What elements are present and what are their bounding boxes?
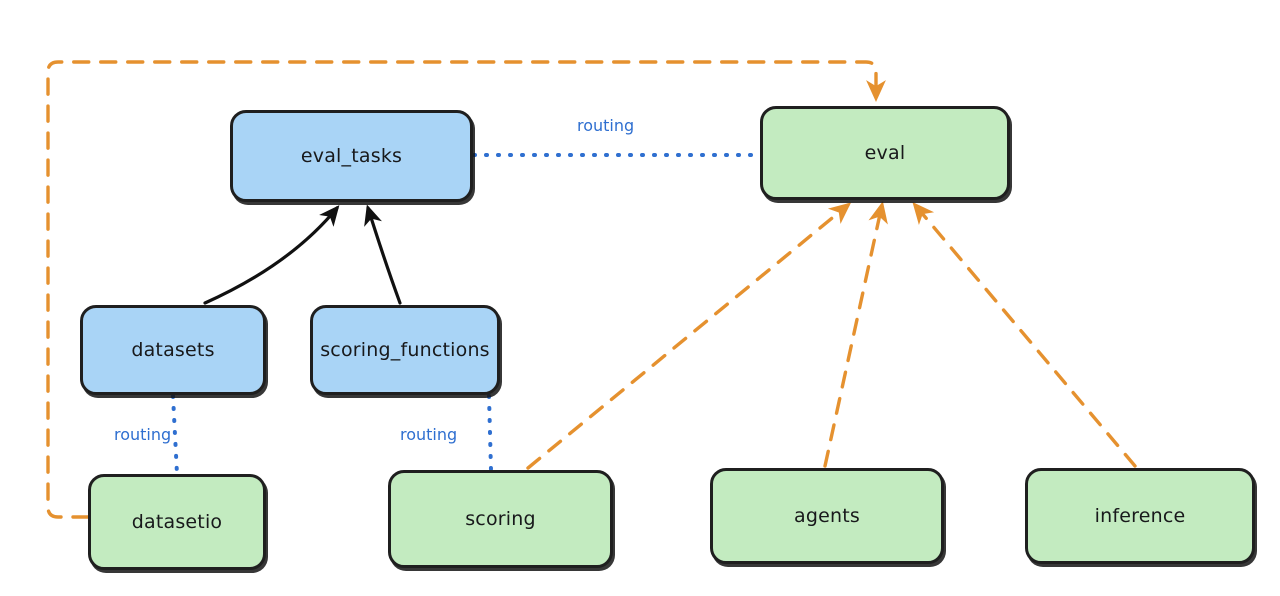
node-label-datasetio: datasetio [131,511,223,533]
node-label-scoring: scoring [465,508,536,530]
edge-datasetio-to-eval [46,60,886,519]
node-datasetio[interactable]: datasetio [88,474,266,570]
node-eval[interactable]: eval [760,106,1010,200]
edge-label-routing-datasets-datasetio: routing [114,425,172,444]
node-label-scoring-functions: scoring_functions [320,339,490,361]
edge-agents-to-eval [823,201,888,468]
edge-inference-to-eval [912,201,1137,468]
edge-label-routing-scoring-functions-scoring: routing [400,425,458,444]
node-label-eval-tasks: eval_tasks [300,145,403,167]
node-eval-tasks[interactable]: eval_tasks [230,110,473,202]
edge-scoring-functions-to-eval-tasks [364,204,402,305]
node-agents[interactable]: agents [710,468,944,564]
node-inference[interactable]: inference [1025,468,1255,564]
edge-datasets-to-datasetio [171,394,179,476]
node-scoring[interactable]: scoring [388,470,613,568]
node-label-inference: inference [1094,505,1186,527]
edge-label-routing-eval-tasks-eval: routing [577,116,635,135]
edge-scoring-to-eval [526,202,852,470]
node-datasets[interactable]: datasets [80,305,266,395]
edge-datasets-to-eval-tasks [203,205,340,305]
node-label-datasets: datasets [131,339,215,361]
node-scoring-functions[interactable]: scoring_functions [310,305,500,395]
edge-scoring-functions-to-scoring [487,394,493,472]
node-label-agents: agents [794,505,860,527]
node-label-eval: eval [864,142,906,164]
